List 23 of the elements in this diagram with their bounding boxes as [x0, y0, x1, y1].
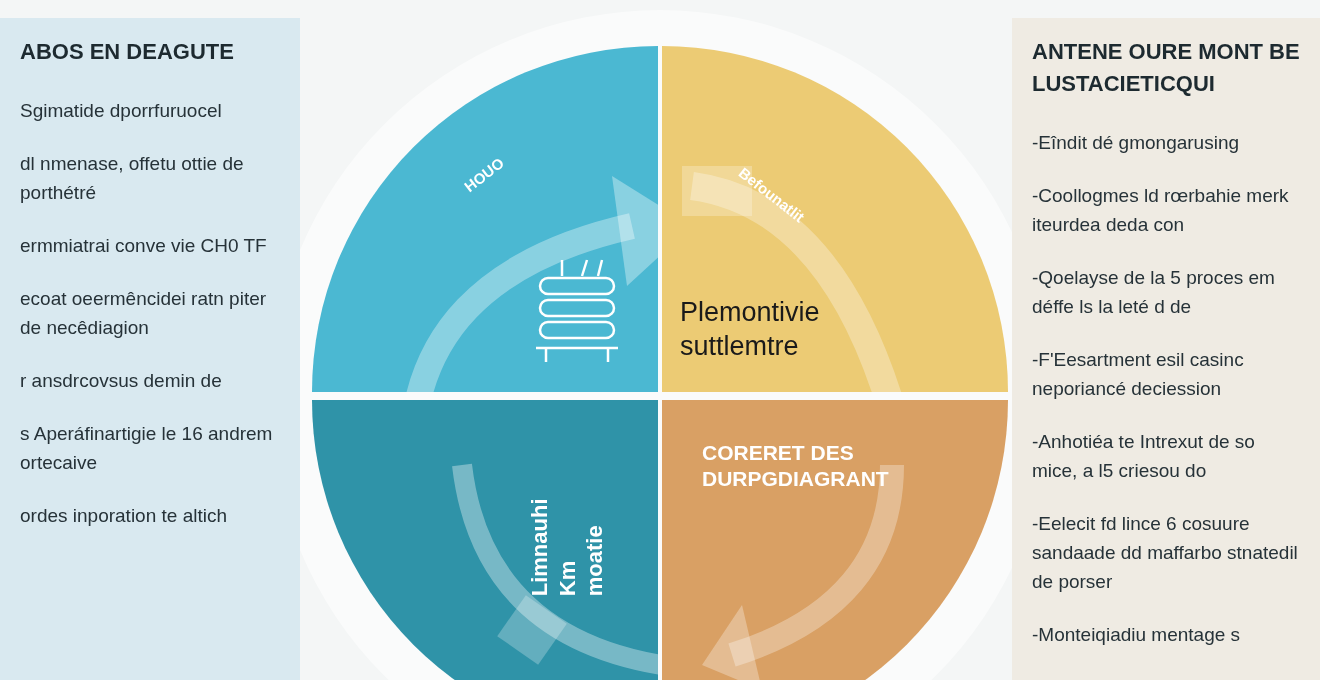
quadrant-title: CORERET DES DURPGDIAGRANT	[702, 440, 890, 493]
panel-heading: ABOS EN DEAGUTE	[20, 38, 235, 66]
list-item: -Anhotiéa te Intrexut de so mice, a l5 criesou do	[1032, 430, 1256, 483]
list-item: -Monteiqiadiu mentage s	[1032, 623, 1242, 647]
circle-quadrant	[312, 400, 658, 680]
list-item: ecoat oeermêncidei ratn piter de necêdiagion	[20, 287, 268, 340]
list-item: -Eîndit dé gmongarusing	[1032, 131, 1240, 155]
quadrant-title: Plemontivie suttlemtre	[680, 296, 821, 363]
list-item: Sgimatide dporrfuruocel	[20, 99, 223, 123]
text-panel	[0, 18, 300, 680]
list-item: -Eelecit fd lince 6 cosuure sandaade dd maffarbo stnatedil de porser	[1032, 512, 1299, 594]
text-panel	[1012, 18, 1320, 680]
list-item: ordes inporation te altich	[20, 504, 228, 528]
panel-heading: ANTENE OURE MONT BE LUSTACIETICQUI	[1032, 38, 1300, 98]
list-item: r ansdrcovsus demin de	[20, 369, 223, 393]
list-item: s Aperáfinartigie le 16 andrem ortecaive	[20, 422, 274, 475]
list-item: -Qoelayse de la 5 proces em déffe ls la leté d de	[1032, 266, 1276, 319]
circle-quadrant	[662, 400, 1008, 680]
list-item: -Coollogmes ld rœrbahie merk iteurdea deda con	[1032, 184, 1290, 237]
list-item: ermmiatrai conve vie CH0 TF	[20, 234, 268, 258]
list-item: -F'Eesartment esil casinc neporiancé deciession	[1032, 348, 1245, 401]
quadrant-label: Limnauhi Km moatie	[525, 497, 608, 597]
list-item: dl nmenase, offetu ottie de porthétré	[20, 152, 245, 205]
